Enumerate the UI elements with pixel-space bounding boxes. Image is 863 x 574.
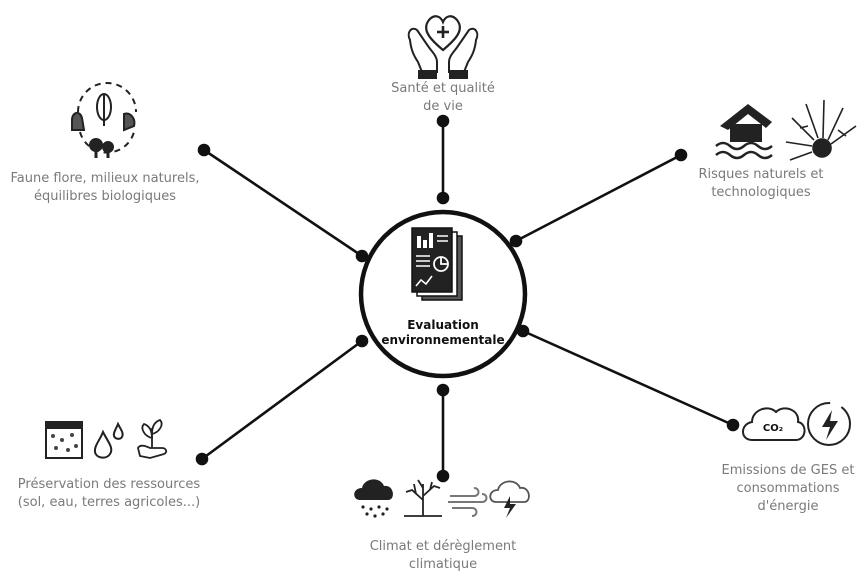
node-sante-outer — [436, 114, 450, 128]
center-label: Evaluation environnementale — [360, 318, 526, 348]
connector-emissions — [522, 329, 734, 427]
label-sante-line1: Santé et qualité — [391, 81, 495, 96]
label-faune-line1: Faune flore, milieux naturels, — [10, 171, 200, 186]
soil-icon — [45, 421, 83, 459]
heart-hands-icon — [407, 15, 479, 79]
wind-icon — [448, 487, 488, 517]
label-faune-line2: équilibres biologiques — [33, 189, 177, 204]
node-climat-inner — [436, 383, 450, 397]
label-emissions: Emissions de GES et consommations d'éner… — [714, 462, 862, 516]
label-climat-line2: climatique — [408, 557, 478, 572]
flooded-house-icon — [715, 104, 773, 160]
node-preservation-inner — [355, 334, 369, 348]
label-sante: Santé et qualité de vie — [373, 80, 513, 116]
label-preservation-line1: Préservation des ressources — [17, 477, 201, 492]
label-risques-line1: Risques naturels et — [698, 167, 824, 182]
label-emissions-line3: d'énergie — [757, 499, 819, 514]
label-climat-line1: Climat et dérèglement — [369, 539, 517, 554]
connector-preservation — [201, 339, 363, 461]
connector-risques — [515, 153, 682, 243]
plant-hand-icon — [137, 418, 168, 459]
center-label-line2: environnementale — [381, 333, 505, 347]
connector-faune — [203, 148, 363, 258]
label-climat: Climat et dérèglement climatique — [348, 538, 538, 574]
label-emissions-line1: Emissions de GES et — [721, 463, 855, 478]
energy-bolt-icon — [807, 402, 851, 446]
node-faune-outer — [197, 143, 211, 157]
label-sante-line2: de vie — [423, 99, 463, 114]
explosion-icon — [785, 99, 857, 161]
label-preservation-line2: (sol, eau, terres agricoles...) — [17, 495, 201, 510]
node-risques-outer — [674, 148, 688, 162]
water-drops-icon — [93, 421, 124, 459]
node-preservation-outer — [195, 452, 209, 466]
rain-cloud-icon — [354, 479, 393, 518]
biodiversity-icon — [71, 82, 137, 158]
dead-tree-icon — [404, 479, 442, 517]
report-chart-icon — [411, 227, 463, 301]
label-risques: Risques naturels et technologiques — [676, 166, 846, 202]
node-emissions-outer — [726, 418, 740, 432]
node-faune-inner — [355, 249, 369, 263]
label-emissions-line2: consommations — [736, 481, 840, 496]
label-faune: Faune flore, milieux naturels, équilibre… — [0, 170, 210, 206]
label-risques-line2: technologiques — [711, 185, 811, 200]
co2-cloud-icon — [742, 407, 806, 441]
co2-text: CO₂ — [763, 423, 783, 434]
center-label-line1: Evaluation — [407, 318, 479, 332]
node-risques-inner — [509, 234, 523, 248]
label-preservation: Préservation des ressources (sol, eau, t… — [2, 476, 216, 512]
node-climat-outer — [436, 469, 450, 483]
node-sante-inner — [436, 191, 450, 205]
storm-cloud-icon — [489, 480, 530, 518]
